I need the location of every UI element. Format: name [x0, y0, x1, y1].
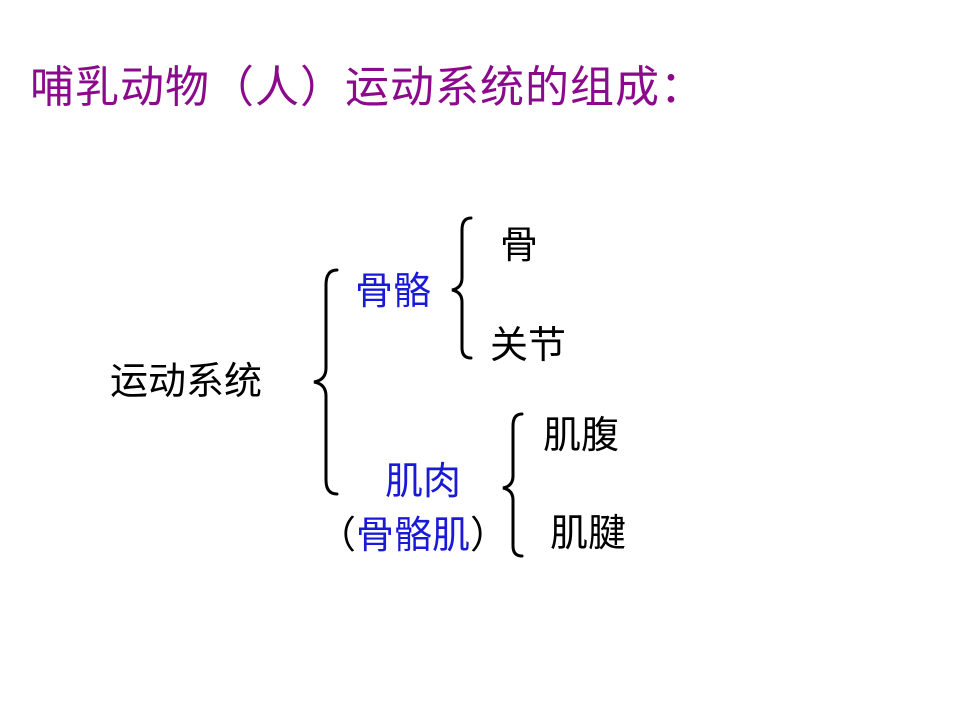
open-paren: （ — [318, 513, 357, 557]
root-label: 运动系统 — [110, 359, 263, 403]
skeleton-label: 骨骼 — [355, 269, 432, 313]
joint-label: 关节 — [490, 323, 567, 367]
muscle-brace — [502, 412, 524, 558]
tendon-label: 肌腱 — [550, 511, 627, 555]
bone-label: 骨 — [500, 223, 539, 267]
muscle-label: 肌肉 — [385, 459, 462, 503]
root-brace — [313, 268, 339, 496]
page-title: 哺乳动物（人）运动系统的组成： — [30, 62, 705, 113]
skeletal-muscle-label: 骨骼肌 — [356, 513, 471, 557]
muscle-sub-label: （骨骼肌） — [318, 512, 508, 558]
skeleton-brace — [451, 216, 473, 360]
muscle-belly-label: 肌腹 — [543, 413, 620, 457]
close-paren: ） — [470, 513, 509, 557]
